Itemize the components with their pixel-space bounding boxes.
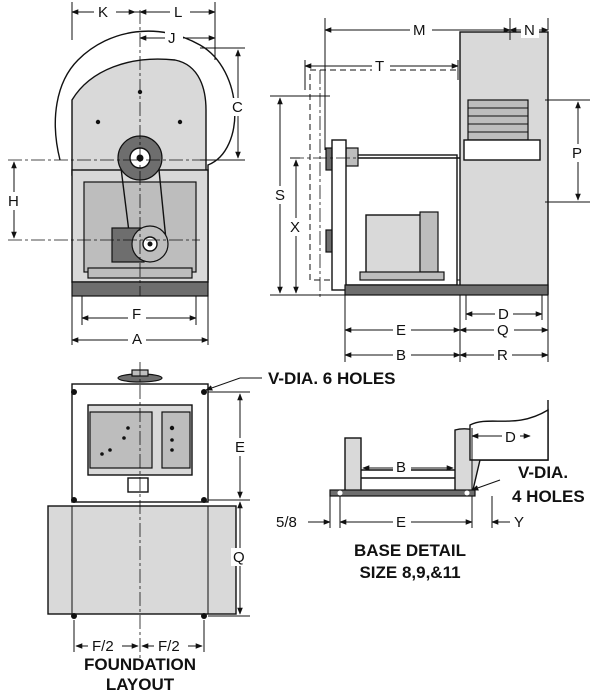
front-view: K L J C H F A (6, 2, 248, 348)
dim-label-R: R (497, 347, 508, 364)
side-view: M N T S X P D E Q B R (270, 18, 590, 364)
v-belt (119, 159, 167, 241)
dim-label-P: P (572, 145, 582, 162)
dim-label-B: B (396, 347, 406, 364)
mount-hole (201, 613, 207, 619)
bolt (95, 119, 101, 125)
dim-label-B-base: B (396, 459, 406, 476)
dim-label-F-half-left: F/2 (92, 638, 114, 655)
motor-side-end (419, 211, 439, 273)
foundation-layout: V-DIA. 6 HOLES E Q F/2 F/2 FOUNDATION LA… (47, 362, 396, 693)
motor-mount (359, 271, 445, 281)
fan-inlet-ring (463, 139, 541, 161)
dim-label-E-base: E (396, 514, 406, 531)
dim-label-D-base: D (505, 429, 516, 446)
mount-hole (71, 613, 77, 619)
mount-hole (201, 497, 207, 503)
base-left-support (344, 437, 362, 495)
side-bearing (345, 147, 359, 167)
fan-housing (459, 31, 549, 295)
dim-label-L: L (174, 4, 182, 21)
note-v-dia-6-holes: V-DIA. 6 HOLES (268, 369, 396, 388)
dim-label-D: D (498, 306, 509, 323)
foundation-panel-left (89, 411, 153, 469)
foundation-panel-right (161, 411, 191, 469)
dim-label-Q: Q (497, 322, 509, 339)
foundation-layout-title-2: LAYOUT (106, 675, 175, 693)
dim-label-N: N (524, 22, 535, 39)
dim-label-T: T (375, 58, 384, 75)
dim-label-J: J (168, 30, 176, 47)
dim-label-K: K (98, 4, 108, 21)
note-v-dia-4-holes-1: V-DIA. (518, 463, 568, 482)
bolt (177, 119, 183, 125)
dim-label-Y: Y (514, 514, 524, 531)
mount-hole (71, 497, 77, 503)
note-v-dia-4-holes-2: 4 HOLES (512, 487, 585, 506)
dim-label-Q-foundation: Q (233, 549, 245, 566)
housing-panel (71, 58, 207, 176)
side-bracket (331, 139, 347, 291)
dim-label-five-eighths: 5/8 (276, 514, 297, 531)
dim-label-E: E (396, 322, 406, 339)
base-hole (337, 490, 343, 496)
base-plate (329, 489, 476, 497)
dim-label-F-half-right: F/2 (158, 638, 180, 655)
motor-shaft (147, 241, 153, 247)
foundation-housing (47, 505, 237, 615)
base-hole (464, 490, 470, 496)
base-detail-title-1: BASE DETAIL (354, 541, 466, 560)
dim-label-E-foundation: E (235, 439, 245, 456)
fan-outlet (467, 99, 529, 141)
dim-label-X: X (290, 219, 300, 236)
dim-label-A: A (132, 331, 142, 348)
base-detail-title-2: SIZE 8,9,&11 (359, 563, 460, 582)
dim-label-H: H (8, 193, 19, 210)
side-base (344, 284, 549, 296)
dim-label-M: M (413, 22, 426, 39)
mount-hole (71, 389, 77, 395)
foundation-layout-title-1: FOUNDATION (84, 655, 196, 674)
dim-label-F: F (132, 306, 141, 323)
foundation-slot (127, 477, 149, 493)
dim-label-C: C (232, 99, 243, 116)
dim-label-S: S (275, 187, 285, 204)
base-detail: B D V-DIA. 4 HOLES 5/8 E Y BASE DETAIL S… (276, 400, 585, 582)
